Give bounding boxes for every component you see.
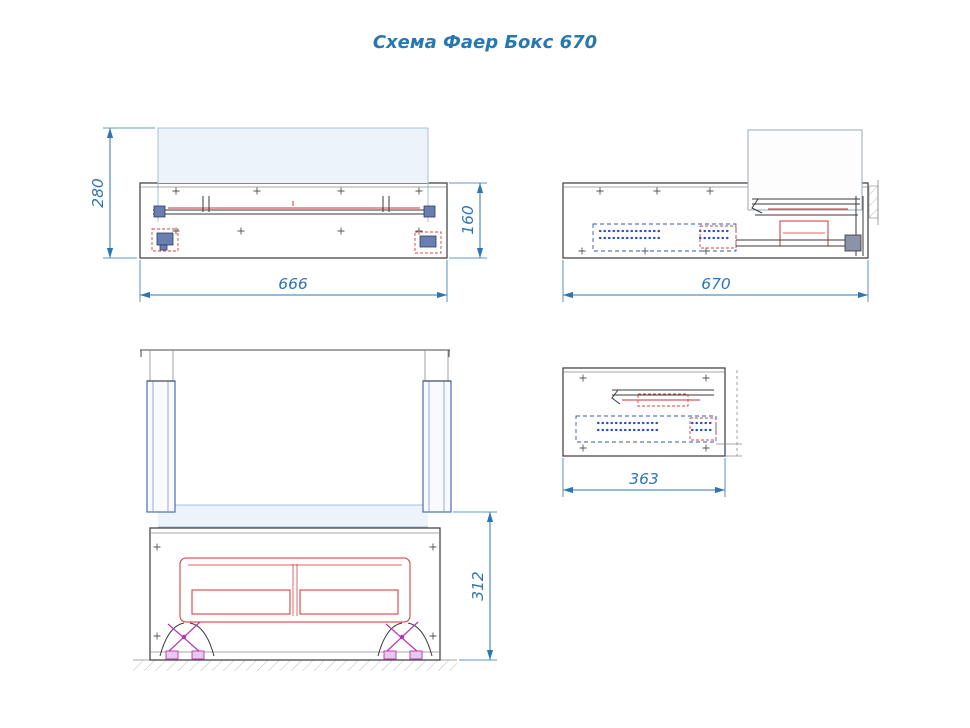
dim-label-160: 160: [459, 205, 477, 235]
view-front-open: [133, 349, 457, 671]
drawing-title: Схема Фаер Бокс 670: [373, 32, 597, 53]
dimension-670: 670: [562, 260, 869, 302]
latch-right: [414, 231, 442, 254]
worktop-underside: [140, 349, 450, 381]
tilt-mechanism: [751, 196, 864, 256]
folding-leg-left: [159, 621, 215, 660]
hanger-right: [382, 196, 390, 212]
countertop-panel-fill: [158, 128, 428, 183]
lift-rail: [153, 196, 436, 218]
dimension-363: 363: [562, 458, 726, 497]
dimension-280: 280: [89, 127, 155, 259]
cabinet-front-outline: [139, 182, 448, 259]
dimension-666: 666: [139, 260, 448, 302]
compact-side-outline: [562, 367, 726, 457]
rail-bracket-left: [153, 205, 166, 218]
dimension-312: 312: [453, 511, 497, 661]
compact-slide: [575, 370, 742, 457]
front-panel-side: [747, 129, 863, 211]
lift-column-right: [422, 380, 452, 513]
firebox-opening: [179, 557, 411, 623]
dim-label-363: 363: [629, 470, 659, 488]
folding-leg-right: [377, 621, 433, 660]
drawer-slide-side: [592, 223, 862, 252]
latch-left: [151, 228, 179, 252]
firebox-body-outline: [149, 527, 441, 661]
dimension-160: 160: [449, 182, 487, 259]
view-side-extended: [562, 129, 879, 259]
dim-label-666: 666: [278, 275, 308, 293]
slide-end-bracket: [844, 234, 862, 252]
ground-hatch: [133, 659, 457, 671]
dim-label-670: 670: [701, 275, 731, 293]
dim-label-312: 312: [469, 571, 487, 601]
lift-column-left: [146, 380, 176, 513]
rail-bracket-right: [423, 205, 436, 218]
wall-hatch: [868, 180, 879, 225]
countertop-panel-outline: [157, 127, 429, 222]
panel-band-fill: [158, 505, 428, 527]
dim-label-280: 280: [89, 178, 107, 208]
view-front-closed: [139, 127, 448, 259]
hanger-left: [202, 196, 210, 212]
view-side-compact: [562, 367, 742, 457]
compact-mechanism: [611, 389, 714, 407]
